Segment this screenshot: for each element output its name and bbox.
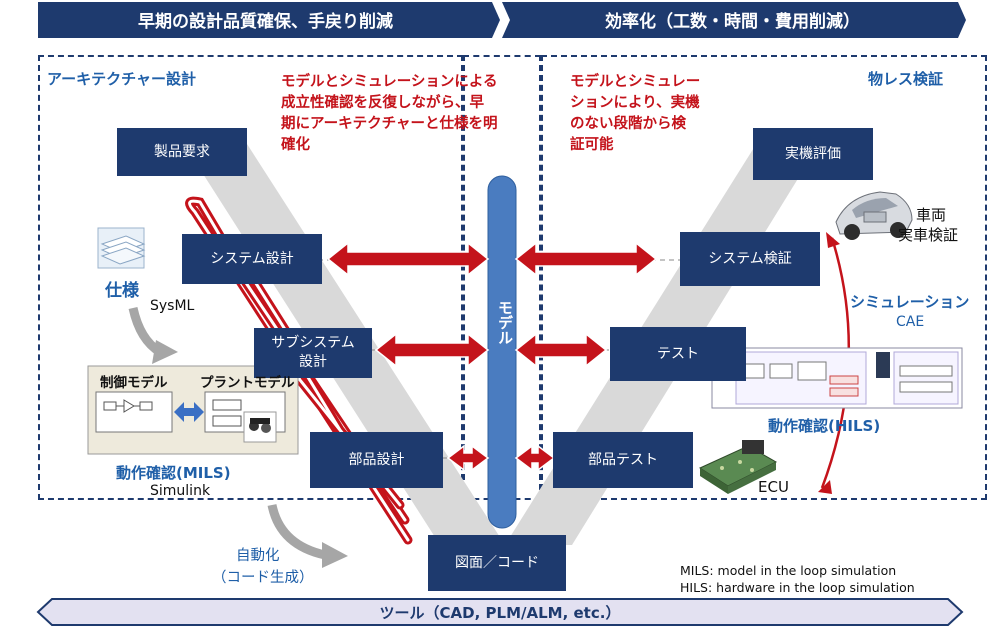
subsystem-design-box: サブシステム 設計 <box>254 328 372 378</box>
physical-less-verification-label: 物レス検証 <box>868 70 944 88</box>
vehicle-label: 車両 <box>916 206 947 224</box>
right-note-line-3: のない段階から検 <box>570 116 686 133</box>
mils-panel <box>87 365 299 455</box>
component-design-box: 部品設計 <box>310 432 443 488</box>
subsystem-design-line-2: 設計 <box>299 354 327 370</box>
banner-left-shape <box>38 2 500 38</box>
component-test-box: 部品テスト <box>553 432 693 488</box>
mils-definition: MILS: model in the loop simulation <box>680 563 897 578</box>
right-note-line-2: ションにより、実機 <box>570 95 700 112</box>
component-design-arrow <box>446 444 490 472</box>
hils-check-label: 動作確認(HILS) <box>768 417 881 435</box>
subsystem-design-line-1: サブシステム <box>271 335 355 352</box>
right-note-line-4: 証可能 <box>570 137 614 154</box>
auto-generation-arrow-shaft <box>267 503 327 560</box>
real-vehicle-verification-label: 実車検証 <box>898 226 959 244</box>
system-verification-arrow <box>514 241 658 277</box>
auto-generation-line-2: （コード生成） <box>212 570 314 586</box>
tools-bar-shape <box>36 598 964 626</box>
subsystem-design-arrow <box>374 332 490 368</box>
auto-generation-arrow-head <box>322 542 348 568</box>
plant-model-label: プラントモデル <box>200 375 295 391</box>
left-note: モデルとシミュレーションによる 成立性確認を反復しながら、早 期にアーキテクチャ… <box>281 72 497 156</box>
architecture-frame <box>38 55 463 500</box>
hils-arc-head-top <box>826 232 840 248</box>
test-arrow <box>514 332 608 368</box>
hils-definition: HILS: hardware in the loop simulation <box>680 580 915 595</box>
cae-label: CAE <box>896 314 925 330</box>
sysml-label: SysML <box>150 298 195 314</box>
auto-generation-line-1: 自動化 <box>236 548 280 564</box>
left-note-line-4: 確化 <box>281 137 310 154</box>
left-note-line-1: モデルとシミュレーションによる <box>281 74 498 90</box>
spec-label: 仕様 <box>105 281 139 301</box>
left-note-line-2: 成立性確認を反復しながら、早 <box>281 95 484 112</box>
test-box: テスト <box>610 327 746 381</box>
spec-documents-icon <box>97 227 146 269</box>
simulink-label: Simulink <box>150 483 211 499</box>
top-banners <box>38 2 966 38</box>
system-design-arrow <box>326 241 490 277</box>
system-verification-box: システム検証 <box>680 232 820 286</box>
left-note-line-3: 期にアーキテクチャーと仕様を明 <box>281 116 498 133</box>
system-design-box: システム設計 <box>182 234 322 284</box>
ecu-label: ECU <box>758 478 789 496</box>
simulation-label: シミュレーション <box>850 293 970 311</box>
banner-right-shape <box>502 2 966 38</box>
mils-check-label: 動作確認(MILS) <box>116 464 231 482</box>
real-evaluation-box: 実機評価 <box>753 128 873 180</box>
hils-arc-head-bottom <box>818 480 832 494</box>
banner-right: 効率化（工数・時間・費用削減） <box>605 11 860 32</box>
product-requirements-box: 製品要求 <box>117 128 247 176</box>
spec-to-model-arrow-head <box>152 340 178 364</box>
model-bar <box>487 175 517 529</box>
right-note-line-1: モデルとシミュレー <box>570 74 701 90</box>
ecu-icon <box>698 440 778 494</box>
drawing-code-box: 図面／コード <box>428 535 566 591</box>
right-note: モデルとシミュレー ションにより、実機 のない段階から検 証可能 <box>570 72 700 156</box>
model-bar-label: モデル <box>496 300 514 345</box>
banner-left: 早期の設計品質確保、手戻り削減 <box>138 11 393 32</box>
iteration-loop-outer-core <box>188 199 410 542</box>
car-icon <box>835 191 913 240</box>
architecture-design-label: アーキテクチャー設計 <box>47 70 196 88</box>
tools-bar-label: ツール（CAD, PLM/ALM, etc.） <box>379 603 621 622</box>
control-model-label: 制御モデル <box>100 375 168 391</box>
component-test-arrow <box>514 444 556 472</box>
hils-panel <box>711 347 963 409</box>
physical-less-frame <box>541 55 987 500</box>
